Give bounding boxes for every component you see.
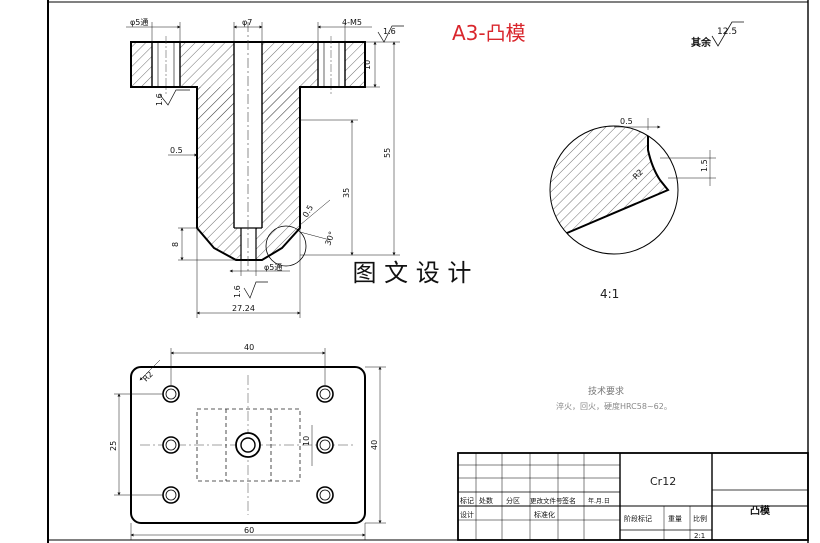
dim-overall-height: 55: [383, 148, 392, 158]
tb-scale-value: 2:1: [694, 532, 705, 540]
roughness-top: 1.6: [383, 27, 396, 36]
roughness-left: 1.6: [155, 93, 164, 106]
tech-req-text: 淬火，回火，硬度HRC58~62。: [556, 401, 672, 411]
tb-label-2: 分区: [506, 496, 520, 505]
hole-top-left: [162, 385, 180, 403]
tb-scale-label: 比例: [693, 514, 707, 523]
watermark-text: 图 文 设 计: [353, 259, 472, 287]
detail-step: 0.5: [620, 117, 633, 126]
dim-center-hole: φ7: [242, 18, 252, 27]
detail-depth: 1.5: [700, 159, 709, 172]
hole-mid-right: [316, 436, 334, 454]
title-block: [457, 452, 809, 541]
detail-callout-circle: [265, 225, 307, 267]
tb-design-label: 设计: [460, 510, 474, 519]
dim-hole-pitch-x: 40: [244, 343, 254, 352]
detail-scale: 4:1: [600, 287, 619, 301]
hole-center: [235, 432, 261, 458]
front-section-view: [130, 22, 366, 272]
dim-overall-height-top: 40: [370, 440, 379, 450]
detail-circle: [549, 125, 679, 255]
tech-req-title: 技术要求: [588, 385, 624, 397]
hole-bottom-right: [316, 486, 334, 504]
dim-hole-right: 4-M5: [342, 18, 362, 27]
top-view: 40 25 R2 10 40 60: [109, 343, 386, 540]
tb-label-3: 更改文件号: [530, 496, 563, 505]
dim-chamfer-height: 8: [171, 242, 180, 247]
dim-shaft-width: 27.24: [232, 304, 255, 313]
tb-standardization-label: 标准化: [534, 510, 555, 519]
dim-hole-left: φ5通: [130, 17, 148, 27]
tb-label-5: 年.月.日: [588, 497, 610, 505]
general-roughness-value: 12.5: [717, 27, 737, 37]
tb-stage-label: 阶段标记: [624, 514, 652, 523]
front-view-dimensions: φ5通 φ7 4-M5 1.6 10 55 35 0.5 1.6: [126, 17, 404, 318]
technical-requirements: 技术要求 淬火，回火，硬度HRC58~62。: [556, 385, 672, 411]
roughness-bottom: 1.6: [233, 285, 242, 298]
dim-flange-thickness: 10: [363, 60, 372, 70]
hole-bottom-left: [162, 486, 180, 504]
dim-relief: 0.5: [170, 146, 183, 155]
hole-mid-left: [162, 436, 180, 454]
dim-overall-width: 60: [244, 526, 254, 535]
tb-material: Cr12: [650, 475, 676, 488]
dim-hole-pitch-y: 25: [109, 441, 118, 451]
dim-inner: 10: [302, 436, 311, 446]
hole-top-right: [316, 385, 334, 403]
general-roughness-label: 其余: [691, 36, 712, 49]
detail-view: 0.5 R2 1.5 4:1: [549, 117, 716, 301]
tb-weight-label: 重量: [668, 515, 682, 523]
general-roughness-symbol: 其余 12.5: [691, 21, 744, 49]
drawing-title: A3-凸模: [452, 21, 526, 45]
tb-part-name: 凸模: [750, 504, 771, 517]
dim-shaft-length: 35: [342, 188, 351, 198]
title-block-text: 标记 处数 分区 更改文件号 签名 年.月.日 设计 标准化 Cr12 阶段标记…: [460, 475, 771, 540]
dim-tip-diameter: φ5通: [264, 262, 282, 272]
tb-label-1: 处数: [479, 496, 493, 505]
tb-label-4: 签名: [562, 496, 576, 505]
tb-label-0: 标记: [460, 496, 474, 505]
